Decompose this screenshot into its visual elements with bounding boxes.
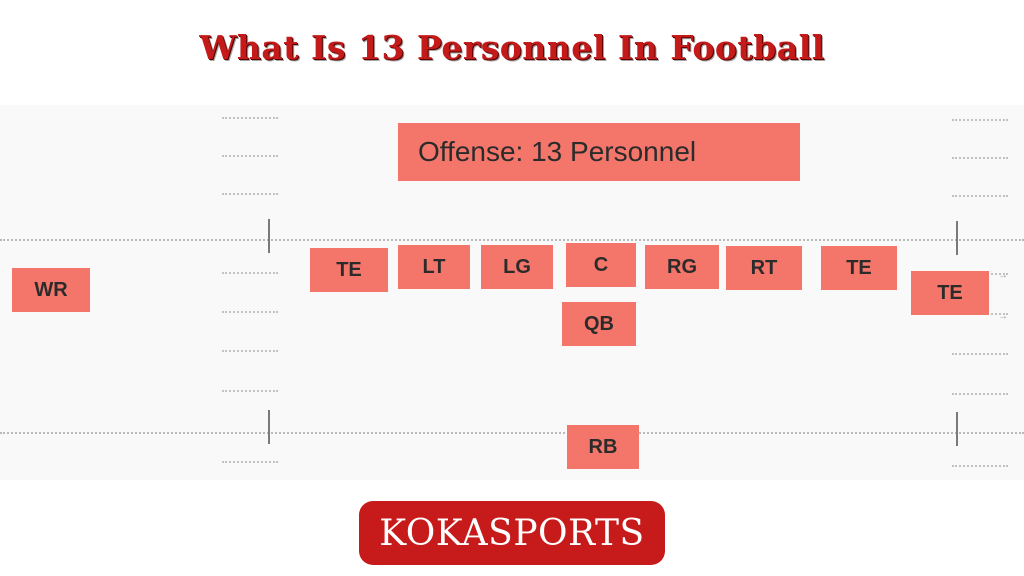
hash-mark	[222, 311, 278, 313]
player-rb: RB	[567, 425, 639, 469]
hash-mark	[952, 393, 1008, 395]
page-title: What Is 13 Personnel In Football	[199, 28, 825, 67]
player-lt: LT	[398, 245, 470, 289]
hash-mark	[222, 350, 278, 352]
hash-mark	[952, 157, 1008, 159]
player-te-wing: TE	[911, 271, 989, 315]
line-of-scrimmage	[0, 239, 1024, 241]
player-qb: QB	[562, 302, 636, 346]
arrow-icon: →	[998, 311, 1008, 322]
hash-mark	[222, 461, 278, 463]
sideline-tick	[268, 410, 270, 444]
arrow-icon: →	[998, 270, 1008, 281]
sideline-tick	[956, 221, 958, 255]
player-rg: RG	[645, 245, 719, 289]
player-lg: LG	[481, 245, 553, 289]
offense-heading: Offense: 13 Personnel	[398, 123, 800, 181]
hash-mark	[222, 155, 278, 157]
player-c: C	[566, 243, 636, 287]
hash-mark	[222, 117, 278, 119]
player-te-left: TE	[310, 248, 388, 292]
player-rt: RT	[726, 246, 802, 290]
hash-mark	[952, 465, 1008, 467]
player-wr: WR	[12, 268, 90, 312]
hash-mark	[952, 119, 1008, 121]
player-te-right: TE	[821, 246, 897, 290]
hash-mark	[952, 195, 1008, 197]
hash-mark	[222, 272, 278, 274]
sideline-tick	[956, 412, 958, 446]
yard-line	[0, 432, 1024, 434]
sideline-tick	[268, 219, 270, 253]
hash-mark	[222, 193, 278, 195]
hash-mark	[952, 353, 1008, 355]
brand-logo: KOKASPORTS	[359, 501, 665, 565]
hash-mark	[222, 390, 278, 392]
